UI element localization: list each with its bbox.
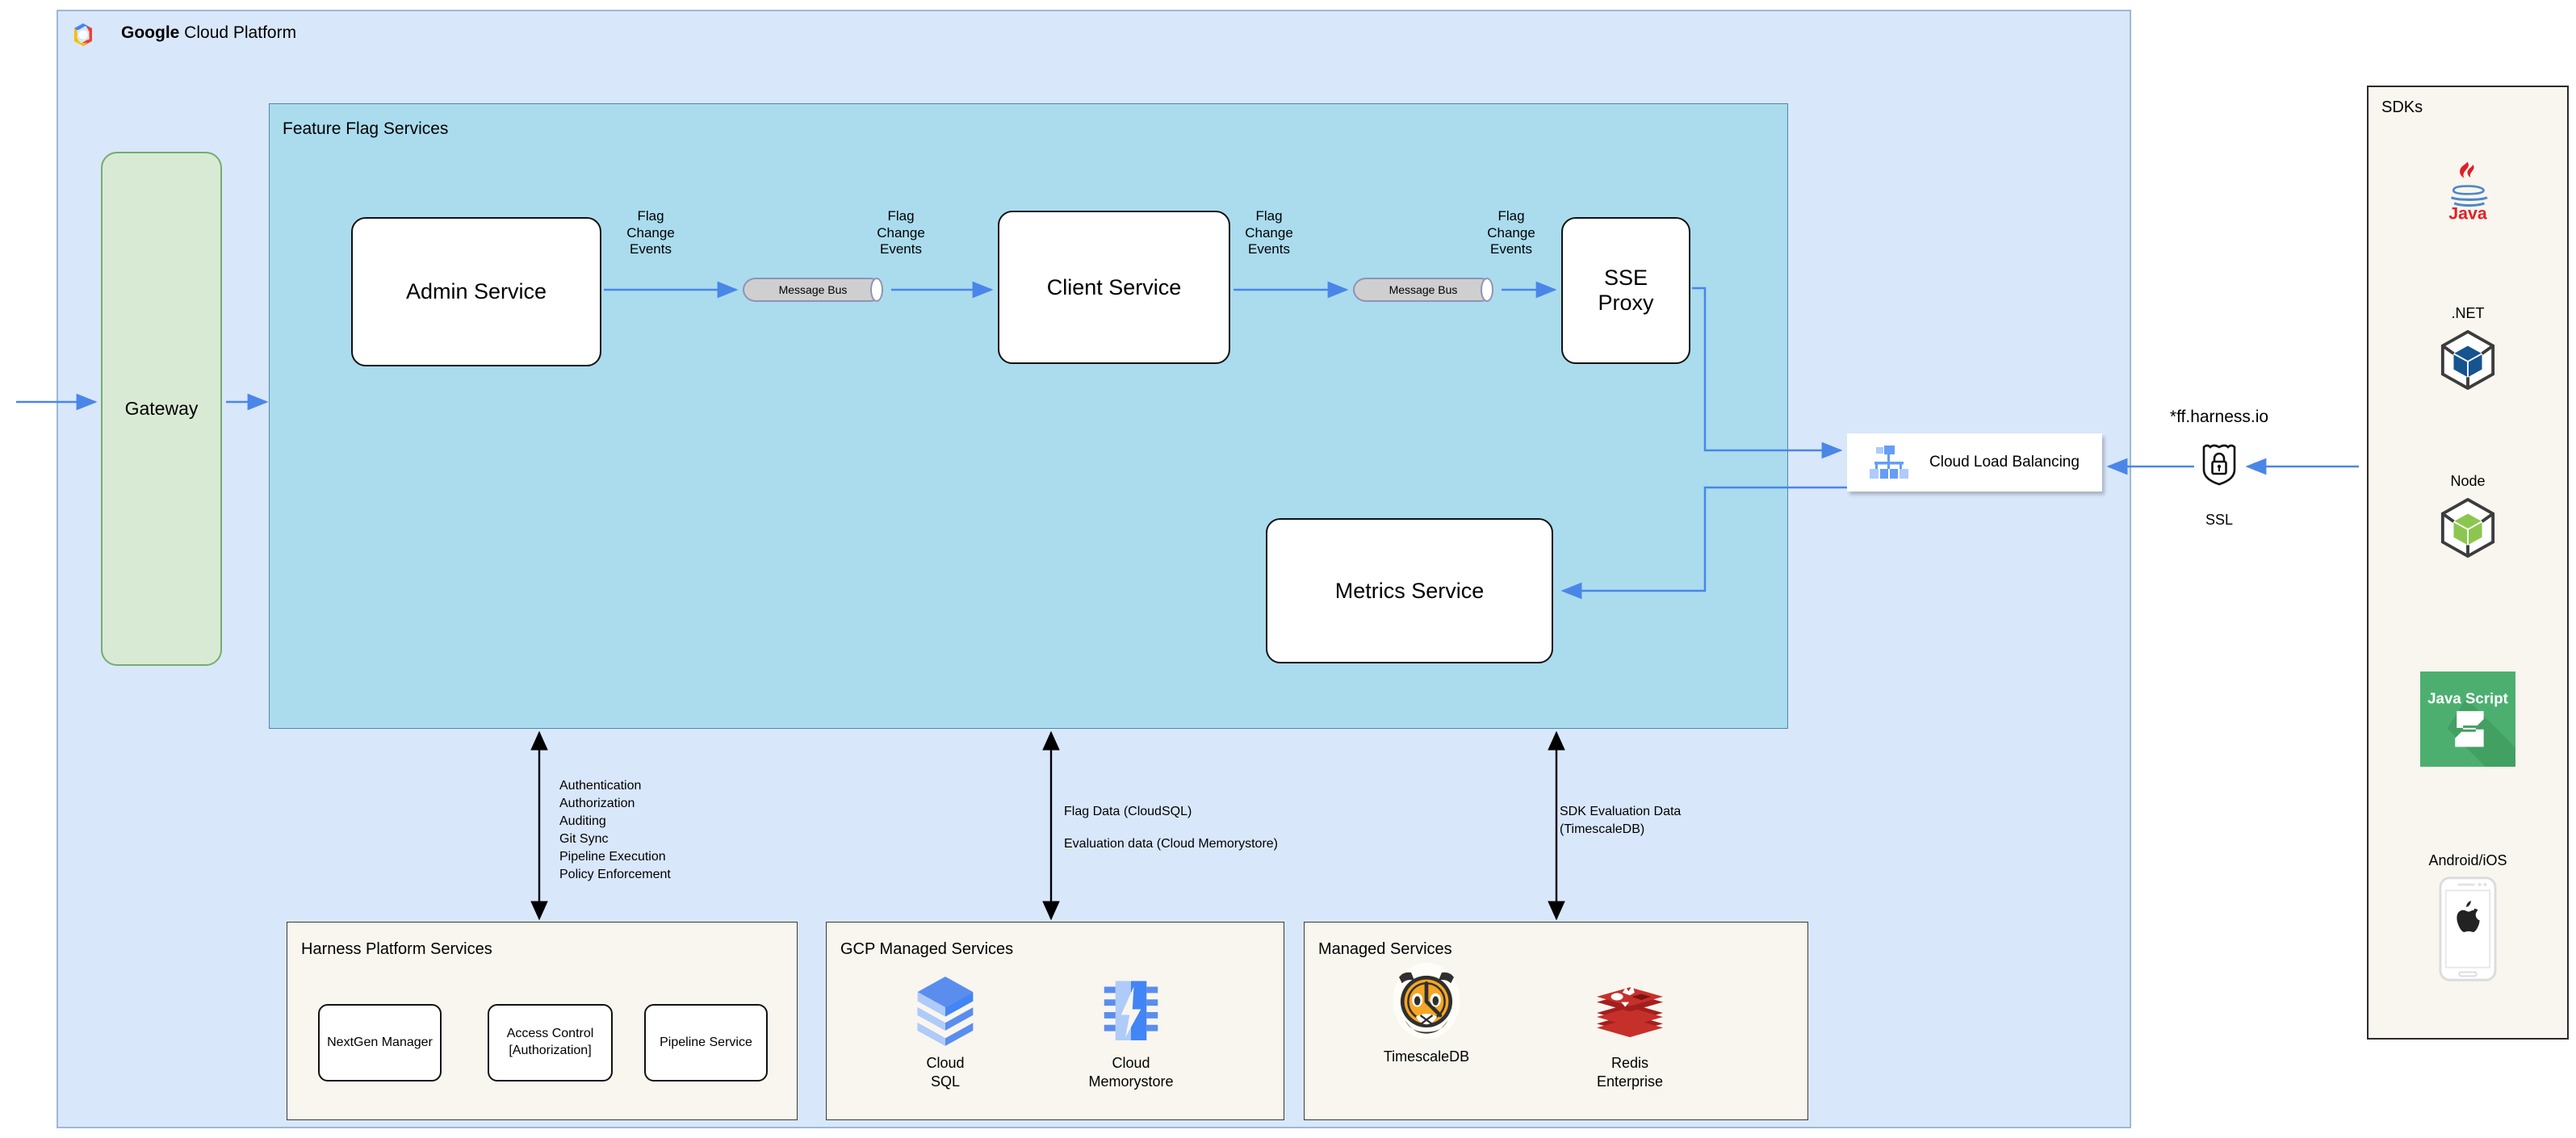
- metrics-service-box[interactable]: Metrics Service: [1266, 518, 1553, 663]
- client-service-label: Client Service: [1046, 274, 1182, 299]
- annotation-line: Git Sync: [559, 831, 609, 846]
- cloud-memorystore-icon: [1062, 973, 1200, 1048]
- annotation-line: Evaluation data (Cloud Memorystore): [1064, 836, 1279, 851]
- service-item-timescaledb[interactable]: TimescaleDB: [1358, 962, 1495, 1066]
- harness-box-label: Access Control [Authorization]: [506, 1027, 594, 1057]
- gateway-box[interactable]: Gateway: [101, 152, 222, 666]
- shield-lock-icon: [2201, 442, 2238, 486]
- annotation-harness-capabilities: Authentication Authorization Auditing Gi…: [559, 777, 671, 883]
- metrics-service-label: Metrics Service: [1334, 578, 1485, 603]
- sdk-label-dotnet: .NET: [2451, 305, 2485, 321]
- admin-service-box[interactable]: Admin Service: [351, 217, 601, 366]
- annotation-line: Pipeline Execution: [559, 849, 666, 864]
- javascript-logo: Java Script: [2367, 672, 2569, 767]
- message-bus-1-endcap: [870, 278, 883, 302]
- harness-box-label: Pipeline Service: [660, 1035, 752, 1049]
- message-bus-2[interactable]: Message Bus: [1353, 278, 1493, 302]
- annotation-gcp-data: Flag Data (CloudSQL) Evaluation data (Cl…: [1064, 803, 1278, 853]
- gcp-managed-services-title: GCP Managed Services: [840, 940, 1014, 958]
- annotation-managed-data: SDK Evaluation Data (TimescaleDB): [1560, 803, 1681, 839]
- ssl-label: SSL: [2205, 512, 2234, 528]
- admin-service-label: Admin Service: [405, 279, 547, 303]
- service-item-label: Cloud SQL: [926, 1055, 965, 1090]
- sse-proxy-label: SSE Proxy: [1598, 265, 1654, 315]
- sdk-item-node[interactable]: Node: [2367, 473, 2569, 559]
- edge-label-flag-change-events-4: Flag Change Events: [1487, 208, 1535, 257]
- gcp-logo-icon: [69, 21, 97, 48]
- ff-domain-label: *ff.harness.io: [2169, 408, 2269, 426]
- load-balancer-icon: [1866, 445, 1916, 480]
- gcp-managed-services-panel: [826, 922, 1284, 1120]
- cloud-load-balancing-box[interactable]: Cloud Load Balancing: [1847, 433, 2102, 492]
- feature-flag-services-title: Feature Flag Services: [283, 119, 449, 138]
- gcp-brand-title: Google Cloud Platform: [121, 21, 296, 45]
- service-item-label: Redis Enterprise: [1596, 1055, 1664, 1090]
- annotation-line: Policy Enforcement: [559, 867, 671, 881]
- svg-text:Java Script: Java Script: [2427, 689, 2508, 706]
- gcp-brand-bold: Google: [121, 23, 180, 42]
- annotation-line: Auditing: [559, 814, 606, 828]
- managed-services-panel: [1304, 922, 1808, 1120]
- message-bus-1[interactable]: Message Bus: [743, 278, 883, 302]
- message-bus-2-endcap: [1481, 278, 1493, 302]
- dotnet-cube-icon: [2367, 328, 2569, 391]
- redis-logo-icon: [1561, 973, 1698, 1048]
- message-bus-2-label: Message Bus: [1389, 283, 1458, 296]
- annotation-spacer: [1064, 821, 1278, 835]
- timescaledb-tiger-icon: [1358, 962, 1495, 1041]
- harness-box-label: NextGen Manager: [327, 1035, 433, 1049]
- message-bus-1-label: Message Bus: [778, 283, 848, 296]
- cloud-sql-icon: [877, 973, 1014, 1048]
- java-logo: Java: [2367, 158, 2569, 221]
- sdk-item-android-ios[interactable]: Android/iOS: [2367, 852, 2569, 982]
- annotation-line: SDK Evaluation Data: [1560, 805, 1682, 818]
- managed-services-title: Managed Services: [1318, 940, 1452, 958]
- harness-box-nextgen-manager[interactable]: NextGen Manager: [318, 1004, 442, 1082]
- harness-platform-services-title: Harness Platform Services: [301, 940, 492, 958]
- node-cube-icon: [2367, 496, 2569, 559]
- sdk-label-node: Node: [2450, 473, 2486, 489]
- sdk-label-android-ios: Android/iOS: [2428, 852, 2507, 868]
- annotation-line: Authorization: [559, 796, 635, 810]
- edge-label-flag-change-events-3: Flag Change Events: [1245, 208, 1293, 257]
- edge-label-flag-change-events-1: Flag Change Events: [626, 208, 675, 257]
- service-item-label: Cloud Memorystore: [1088, 1055, 1174, 1090]
- sse-proxy-box[interactable]: SSE Proxy: [1561, 217, 1690, 364]
- edge-label-flag-change-events-2: Flag Change Events: [877, 208, 925, 257]
- harness-box-access-control[interactable]: Access Control [Authorization]: [488, 1004, 613, 1082]
- sdk-item-dotnet[interactable]: .NET: [2367, 305, 2569, 391]
- sdk-item-java[interactable]: Java: [2367, 158, 2569, 221]
- gateway-label: Gateway: [124, 398, 199, 419]
- annotation-line: Flag Data (CloudSQL): [1064, 805, 1192, 818]
- service-item-cloud-memorystore[interactable]: Cloud Memorystore: [1062, 973, 1200, 1090]
- service-item-label: TimescaleDB: [1383, 1048, 1470, 1065]
- service-item-redis-enterprise[interactable]: Redis Enterprise: [1561, 973, 1698, 1090]
- gcp-brand-rest: Cloud Platform: [179, 23, 297, 42]
- feature-flag-services-panel: [269, 103, 1788, 729]
- cloud-load-balancing-label: Cloud Load Balancing: [1929, 454, 2080, 471]
- harness-box-pipeline-service[interactable]: Pipeline Service: [644, 1004, 768, 1082]
- svg-text:Java: Java: [2448, 203, 2487, 221]
- client-service-box[interactable]: Client Service: [998, 211, 1230, 364]
- annotation-line: (TimescaleDB): [1560, 822, 1645, 836]
- annotation-line: Authentication: [559, 779, 642, 793]
- sdks-title: SDKs: [2381, 98, 2423, 116]
- service-item-cloud-sql[interactable]: Cloud SQL: [877, 973, 1014, 1090]
- mobile-apple-icon: [2367, 876, 2569, 982]
- sdk-item-javascript[interactable]: Java Script: [2367, 672, 2569, 767]
